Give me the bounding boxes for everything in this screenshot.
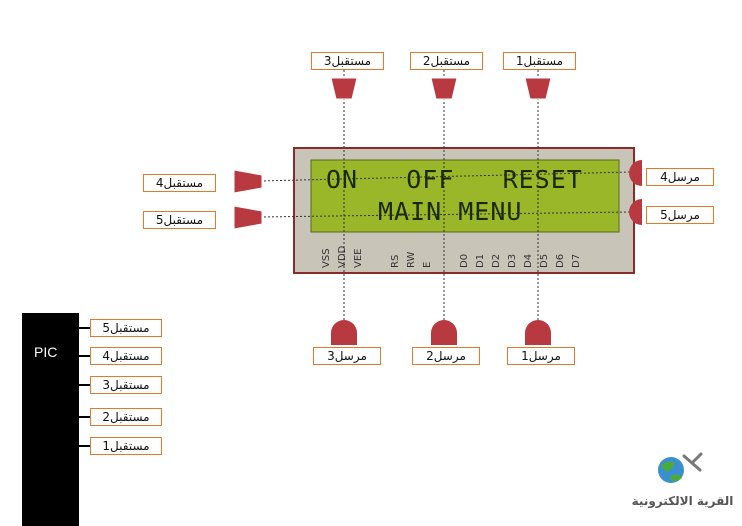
pin-d5: D5 — [539, 253, 550, 268]
pin-vee: VEE — [353, 248, 364, 268]
lcd-screen — [310, 159, 620, 233]
receiver-left-5 — [233, 205, 263, 230]
label-receiver-top-1: مستقبل1 — [503, 52, 576, 70]
receiver-top-3 — [330, 77, 358, 100]
label-receiver-top-2: مستقبل2 — [410, 52, 483, 70]
label-sender-right-5: مرسل5 — [646, 206, 714, 224]
pin-vdd: VDD — [337, 245, 348, 268]
label-receiver-left-5: مستقبل5 — [143, 211, 216, 229]
label-sender-right-4: مرسل4 — [646, 168, 714, 186]
vertical-wires — [343, 70, 539, 330]
pin-d0: D0 — [459, 253, 470, 268]
sender-right-4 — [629, 160, 642, 186]
pin-d1: D1 — [475, 253, 486, 268]
pic-label: PIC — [34, 344, 58, 360]
pin-rs: RS — [390, 254, 401, 268]
label-receiver-top-3: مستقبل3 — [311, 52, 384, 70]
label-pic-pin-4: مستقبل4 — [90, 347, 162, 365]
horizontal-wires — [259, 171, 631, 218]
label-sender-bottom-3: مرسل3 — [313, 347, 381, 365]
label-pic-pin-2: مستقبل2 — [90, 408, 162, 426]
lcd-row-2: MAIN MENU — [378, 197, 523, 226]
pin-d7: D7 — [571, 253, 582, 268]
pin-e: E — [422, 261, 433, 268]
logo-globe-icon — [658, 452, 703, 483]
sender-bottom-2 — [431, 320, 457, 345]
sender-bottom-1 — [525, 320, 551, 345]
sender-bottom-3 — [331, 320, 357, 345]
pic-pin-lines — [79, 327, 92, 447]
label-sender-bottom-2: مرسل2 — [412, 347, 480, 365]
pin-d6: D6 — [555, 253, 566, 268]
pic-chip — [22, 313, 79, 526]
receiver-top-1 — [524, 77, 552, 100]
pin-d3: D3 — [507, 253, 518, 268]
label-pic-pin-1: مستقبل1 — [90, 437, 162, 455]
label-sender-bottom-1: مرسل1 — [507, 347, 575, 365]
sender-right-5 — [629, 199, 642, 225]
pin-vss: VSS — [321, 248, 332, 268]
receiver-top-2 — [430, 77, 458, 100]
label-pic-pin-5: مستقبل5 — [90, 319, 162, 337]
receiver-left-4 — [233, 169, 263, 194]
pin-d4: D4 — [523, 253, 534, 268]
lcd-row-1: ON OFF RESET — [326, 165, 583, 194]
label-receiver-left-4: مستقبل4 — [143, 174, 216, 192]
pin-rw: RW — [406, 251, 417, 268]
pin-d2: D2 — [491, 253, 502, 268]
label-pic-pin-3: مستقبل3 — [90, 376, 162, 394]
logo-text: القرية الالكترونية — [631, 494, 734, 508]
